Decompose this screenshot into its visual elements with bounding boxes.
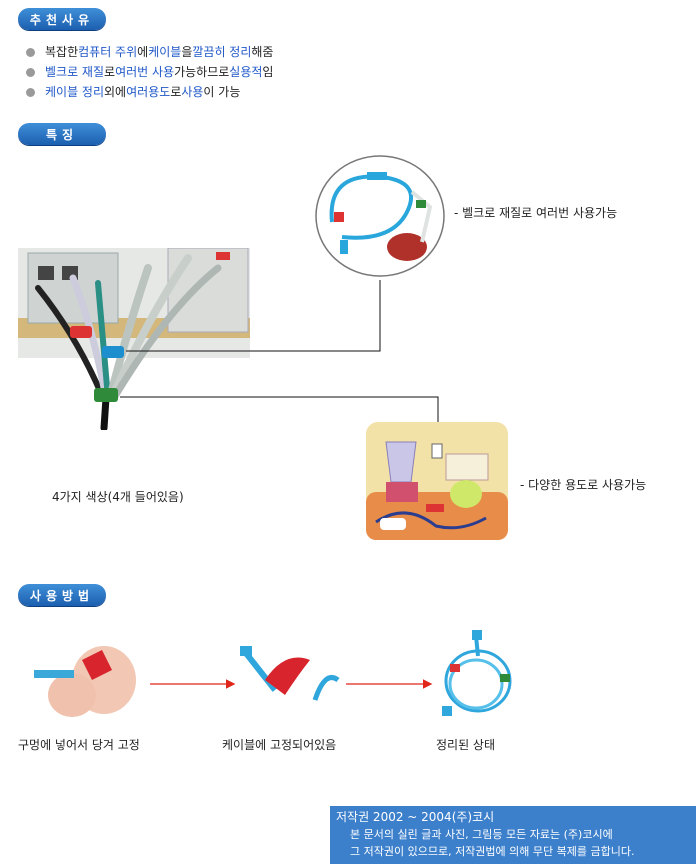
- highlight-text: 컴퓨터 주위: [78, 45, 138, 59]
- copyright-line-2: 본 문서의 실린 글과 사진, 그림등 모든 자료는 (주)코시에: [350, 828, 613, 841]
- highlight-text: 케이블 정리: [45, 85, 105, 99]
- copyright-title: 저작권 2002 ~ 2004(주)코시: [336, 810, 495, 824]
- highlight-text: 케이블: [148, 45, 182, 59]
- highlight-text: 여러용도: [126, 85, 171, 99]
- step1-caption: 구멍에 넣어서 당겨 고정: [18, 738, 140, 752]
- highlight-text: 벨크로 재질: [45, 65, 105, 79]
- bullet-text: 임: [262, 65, 274, 79]
- bullet-text: 외에: [104, 85, 127, 99]
- step3-photo: [442, 630, 512, 716]
- velcro-inset-photo: [315, 155, 445, 277]
- pc-cable-photo: [18, 248, 250, 430]
- bullet-text: 복잡한: [45, 45, 79, 59]
- multi-use-caption: - 다양한 용도로 사용가능: [520, 478, 647, 492]
- bullet-text: 이 가능: [203, 85, 241, 99]
- section-header-usage: 사용방법: [18, 584, 106, 606]
- bullet-text: 로: [170, 85, 182, 99]
- velcro-feature-caption: - 벨크로 재질로 여러번 사용가능: [454, 206, 618, 220]
- section-header-recommend: 추천사유: [18, 8, 106, 30]
- step2-photo: [240, 646, 340, 701]
- appliances-inset-photo: [366, 422, 508, 540]
- section-header-features: 특징: [18, 123, 106, 145]
- feature-connector-lines: [120, 280, 439, 422]
- step1-photo: [34, 646, 136, 717]
- copyright-notice: 저작권 2002 ~ 2004(주)코시 본 문서의 실린 글과 사진, 그림등…: [330, 806, 696, 864]
- step2-caption: 케이블에 고정되어있음: [222, 738, 337, 752]
- bullet-text: 해줌: [251, 45, 274, 59]
- bullet-text: 가능하므로: [174, 65, 230, 79]
- bullet-dot-icon: [26, 67, 35, 77]
- highlight-text: 깔끔히 정리: [192, 45, 252, 59]
- bullet-text: 로: [104, 65, 116, 79]
- highlight-text: 사용: [181, 85, 204, 99]
- bullet-dot-icon: [26, 47, 35, 57]
- bullet-dot-icon: [26, 87, 35, 97]
- step-arrows: [150, 679, 433, 689]
- highlight-text: 실용적: [229, 65, 263, 79]
- copyright-line-3: 그 저작권이 있으므로, 저작권법에 의해 무단 복제를 금합니다.: [350, 845, 635, 858]
- color-count-caption: 4가지 색상(4개 들어있음): [52, 490, 184, 504]
- bullet-text: 에: [137, 45, 149, 59]
- highlight-text: 여러번 사용: [115, 65, 175, 79]
- step3-caption: 정리된 상태: [436, 738, 496, 752]
- bullet-text: 을: [181, 45, 193, 59]
